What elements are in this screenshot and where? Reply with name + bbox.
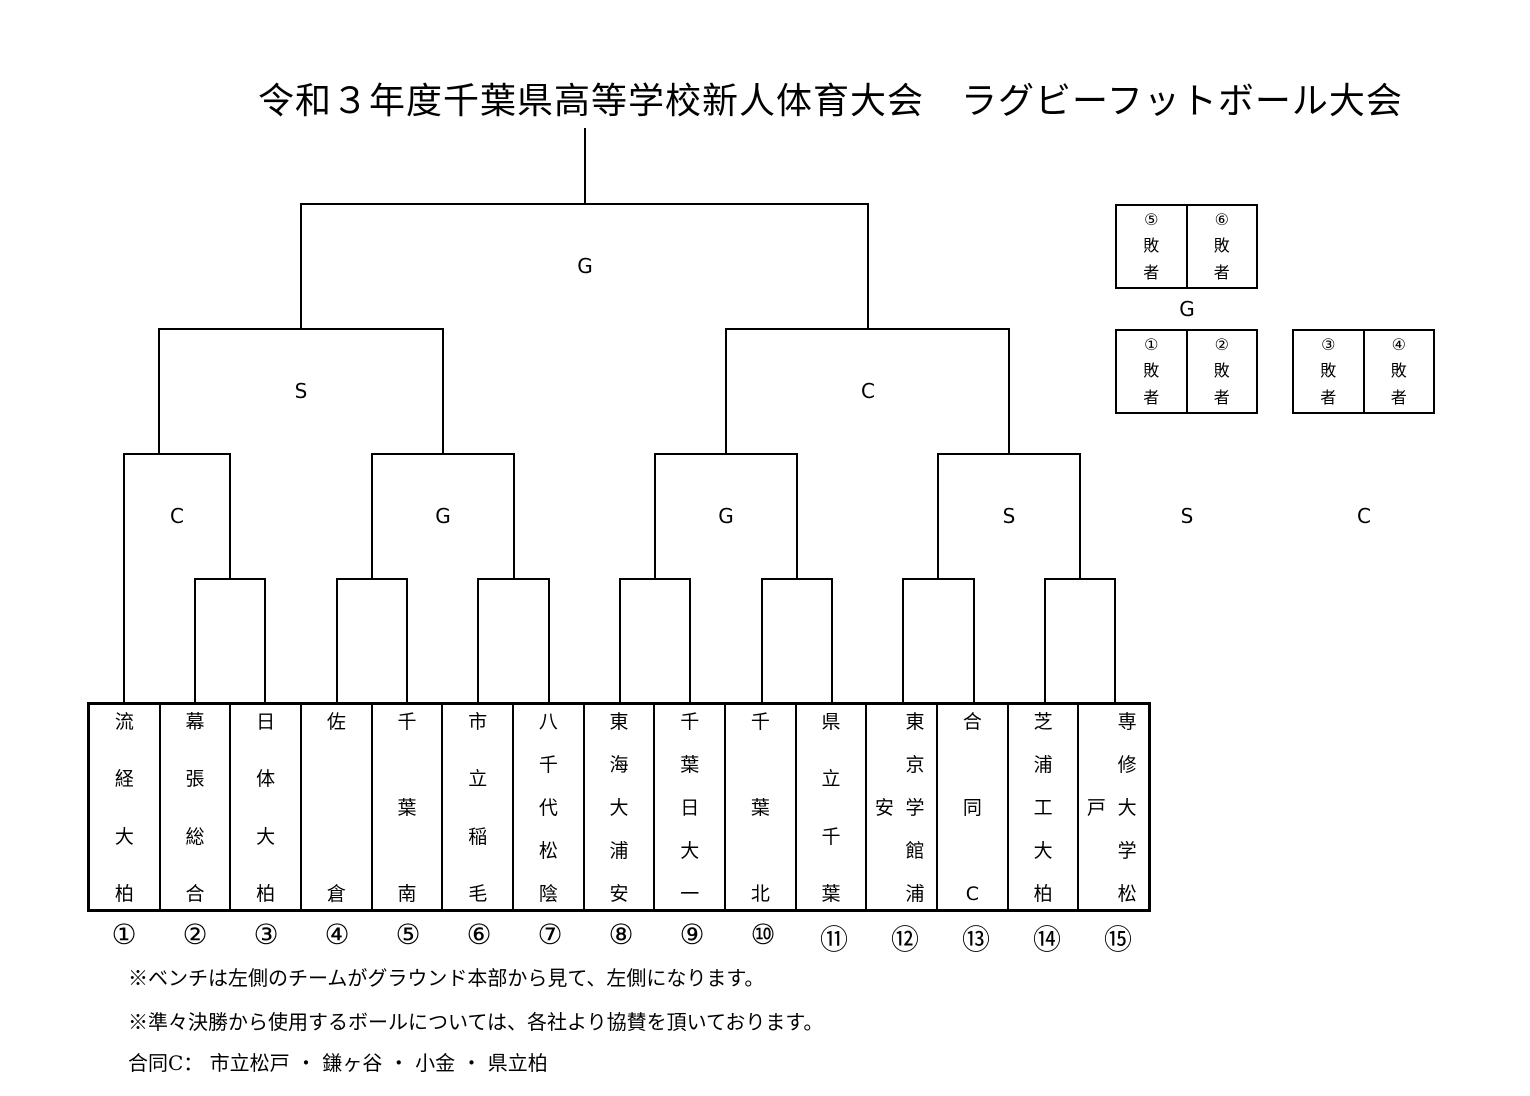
note-bench: ※ベンチは左側のチームがグラウンド本部から見て、左側になります。 xyxy=(128,966,765,990)
team-number: ⑧ xyxy=(608,918,634,951)
team-number: ⑥ xyxy=(466,918,492,951)
quarter-label-4: S xyxy=(1002,504,1016,528)
team-cell: 県立千葉 xyxy=(797,705,868,909)
semi-label-right: C xyxy=(861,379,875,403)
team-cell: 流経大柏 xyxy=(90,705,161,909)
team-number: ② xyxy=(182,918,208,951)
consolation-label: G xyxy=(1179,297,1195,321)
team-cell: 芝浦工大柏 xyxy=(1009,705,1080,909)
team-cell: 千葉日大一 xyxy=(655,705,727,909)
quarter-label-1: C xyxy=(170,504,184,528)
team-cell: 千葉南 xyxy=(373,705,444,909)
note-ball: ※準々決勝から使用するボールについては、各社より協賛を頂いております。 xyxy=(128,1010,824,1034)
team-number: ⑪ xyxy=(819,923,848,956)
team-number: ④ xyxy=(324,918,350,951)
final-label: G xyxy=(577,254,593,278)
page-title: 令和３年度千葉県高等学校新人体育大会 ラグビーフットボール大会 xyxy=(258,81,1403,122)
team-cell: 千葉北 xyxy=(726,705,797,909)
team-number: ③ xyxy=(253,918,279,951)
team-cell: 日体大柏 xyxy=(231,705,303,909)
team-number: ⑮ xyxy=(1103,923,1132,956)
team-number: ⑫ xyxy=(890,923,919,956)
team-cell: 東京学館浦安 xyxy=(867,705,939,909)
team-cell: 専修大学松戸 xyxy=(1086,711,1137,905)
team-cell: 東海大浦安 xyxy=(585,705,656,909)
team-number: ⑭ xyxy=(1032,923,1061,956)
team-cell: 佐倉 xyxy=(302,705,373,909)
team-number: ⑤ xyxy=(395,918,421,951)
quarter-label-3: G xyxy=(718,504,734,528)
extra-label-s: S xyxy=(1180,504,1194,528)
team-cell: 八千代松陰 xyxy=(514,705,585,909)
team-number: ⑬ xyxy=(961,923,990,956)
quarter-label-2: G xyxy=(435,504,451,528)
team-cell: 幕張総合 xyxy=(161,705,232,909)
team-cell: 市立稲毛 xyxy=(443,705,515,909)
extra-label-c: C xyxy=(1357,504,1371,528)
note-joint-team: 合同C： 市立松戸 ・ 鎌ヶ谷 ・ 小金 ・ 県立柏 xyxy=(128,1051,548,1075)
semi-label-left: S xyxy=(294,379,308,403)
team-number: ⑦ xyxy=(537,918,563,951)
team-number: ⑩ xyxy=(750,918,776,951)
team-number: ⑨ xyxy=(679,918,705,951)
team-number: ① xyxy=(111,918,137,951)
team-table: 流経大柏 幕張総合 日体大柏 佐倉 千葉南 市立稲毛 八千代松陰 東海大浦安 千… xyxy=(87,702,1151,912)
